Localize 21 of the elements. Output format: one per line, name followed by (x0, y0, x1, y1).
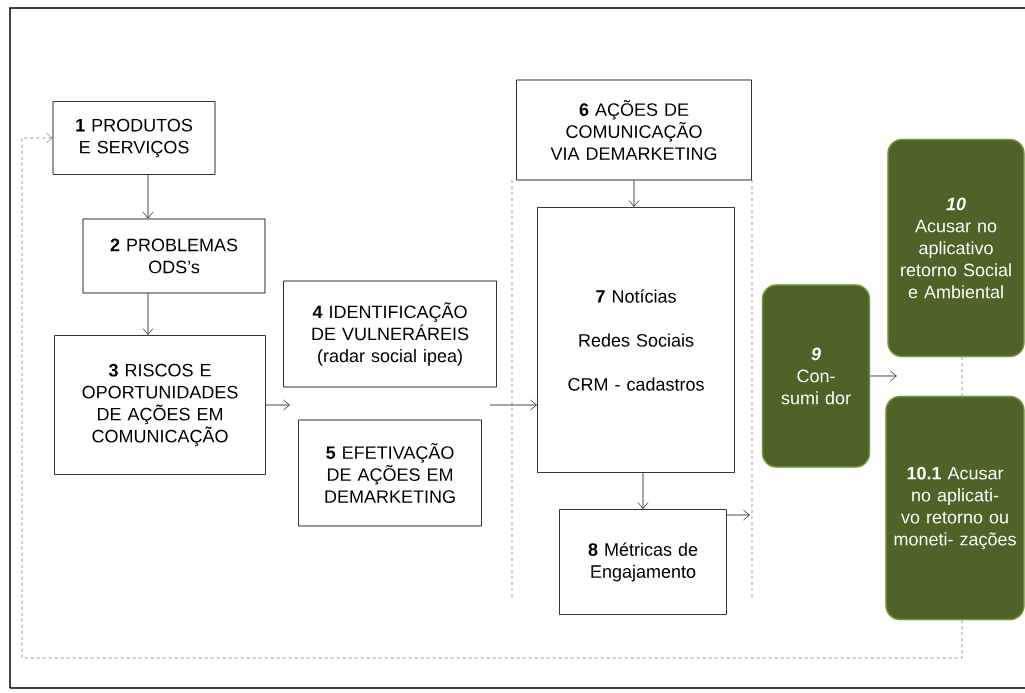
process-box: 5 EFETIVAÇÃO DE AÇÕES EM DEMARKETING (298, 419, 482, 527)
process-box: 6 AÇÕES DE COMUNICAÇÃO VIA DEMARKETING (516, 79, 752, 181)
arrow (869, 370, 897, 382)
arrow (489, 399, 537, 411)
process-box: 8 Métricas de Engajamento (559, 509, 727, 615)
rounded-box: 10.1 Acusar no aplicati- vo retorno ou moneti- zações (885, 395, 1025, 621)
rounded-box: 9 Con- sumi dor (761, 284, 871, 468)
process-box: 2 PROBLEMAS ODS’s (82, 218, 266, 294)
process-box: 3 RISCOS E OPORTUNIDADES DE AÇÕES EM COMUNICAÇÃO (54, 335, 266, 475)
arrow (142, 174, 154, 219)
process-box: 1 PRODUTOS E SERVIÇOS (52, 101, 216, 175)
arrow (637, 472, 649, 509)
arrow (142, 293, 154, 335)
process-box: 7 Notícias Redes Sociais CRM - cadastros (537, 207, 735, 473)
arrow (628, 180, 640, 207)
rounded-box: 10 Acusar no aplicativo retorno Social e Ambiental (887, 138, 1025, 358)
arrow (265, 399, 290, 411)
process-box: 4 IDENTIFICAÇÃO DE VULNERÁREIS (radar social ipea) (283, 280, 497, 388)
connector-line (961, 357, 963, 396)
arrow (21, 132, 963, 659)
arrow (726, 509, 750, 521)
